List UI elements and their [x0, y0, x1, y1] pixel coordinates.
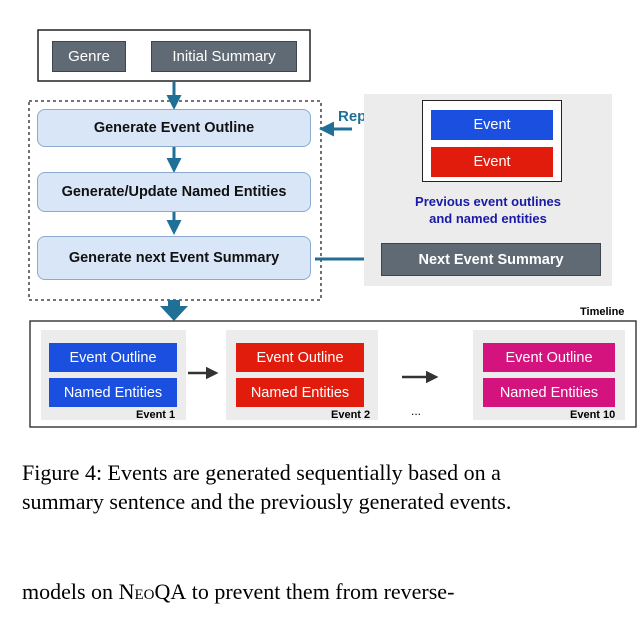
step-update-entities: Generate/Update Named Entities — [37, 172, 311, 212]
timeline-ellipsis: ... — [411, 404, 422, 418]
timeline-title: Timeline — [580, 306, 625, 318]
event-10-outline: Event Outline — [483, 343, 615, 372]
body-text-line: models on NeoQA to prevent them from rev… — [22, 578, 632, 606]
body-text-before: models on — [22, 579, 119, 604]
event-2-label: Event 2 — [331, 409, 371, 421]
event-1-label: Event 1 — [136, 409, 176, 421]
genre-box: Genre — [52, 41, 126, 72]
initial-summary-box: Initial Summary — [151, 41, 297, 72]
figure-caption: Figure 4: Events are generated sequentia… — [22, 458, 632, 516]
body-text-neoqa: NeoQA — [118, 579, 187, 604]
previous-events-caption-line1: Previous event outlines — [415, 194, 561, 209]
event-10-label: Event 10 — [570, 409, 616, 421]
figure-caption-line1: Figure 4: Events are generated sequentia… — [22, 460, 501, 485]
event-1-entities: Named Entities — [49, 378, 177, 407]
body-text-after: to prevent them from reverse- — [186, 579, 455, 604]
previous-events-caption-line2: and named entities — [429, 211, 547, 226]
event-1-outline: Event Outline — [49, 343, 177, 372]
step-generate-summary: Generate next Event Summary — [37, 236, 311, 280]
event-2-outline: Event Outline — [236, 343, 364, 372]
next-event-summary-box: Next Event Summary — [381, 243, 601, 276]
step-generate-outline: Generate Event Outline — [37, 109, 311, 147]
event-2-entities: Named Entities — [236, 378, 364, 407]
arrow-to-timeline-head — [160, 306, 188, 321]
previous-events-caption: Previous event outlines and named entiti… — [380, 193, 596, 227]
event-10-entities: Named Entities — [483, 378, 615, 407]
previous-event-red: Event — [431, 147, 553, 177]
arrow-to-timeline-shaft — [168, 300, 180, 308]
previous-event-blue: Event — [431, 110, 553, 140]
event-generation-diagram: Genre Initial Summary Generate Event Out… — [28, 29, 637, 428]
figure-caption-line2: summary sentence and the previously gene… — [22, 489, 512, 514]
